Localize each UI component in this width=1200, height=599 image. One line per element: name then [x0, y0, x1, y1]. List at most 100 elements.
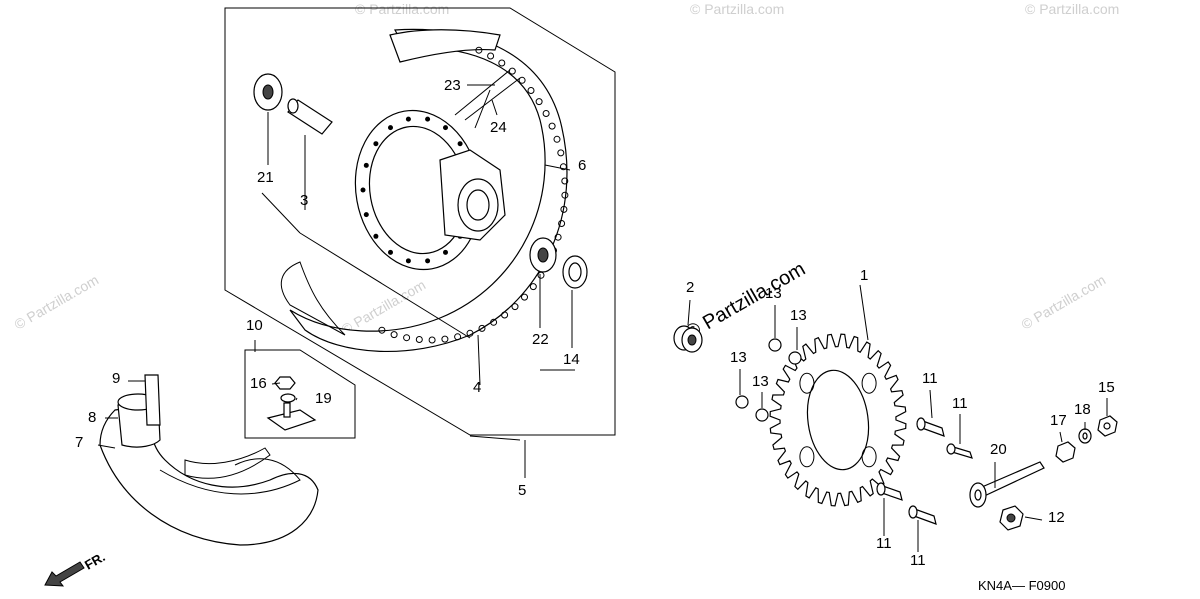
leader-lines — [97, 84, 1108, 552]
distance-collar-icon — [287, 98, 333, 135]
callout-13c: 13 — [730, 349, 747, 366]
spoke-nipple-icon — [548, 122, 556, 130]
watermark-main: © Partzilla.com — [682, 258, 810, 344]
spoke-nipple-icon — [490, 318, 498, 326]
hub-icon — [354, 109, 506, 271]
spoke-nipple-icon — [521, 293, 528, 301]
wheel-assembly-outline — [224, 7, 616, 436]
callout-22: 22 — [532, 331, 549, 348]
valve-inset-outline — [244, 349, 356, 439]
leader-line — [299, 232, 471, 339]
callout-16: 16 — [250, 375, 267, 392]
spoke-nipple-icon — [403, 334, 411, 342]
rim-band-icon — [144, 374, 161, 426]
callout-12: 12 — [1048, 509, 1065, 526]
chain-adjuster-icon — [969, 461, 1045, 508]
hub-hole-icon — [363, 162, 369, 168]
callout-6: 6 — [578, 157, 586, 174]
callout-20: 20 — [990, 441, 1007, 458]
sprocket-icon — [769, 333, 907, 507]
leader-line — [1059, 431, 1063, 443]
spoke-nipple-icon — [527, 87, 535, 94]
collar-2-icon — [673, 325, 703, 353]
leader-line — [261, 192, 301, 234]
callout-13a: 13 — [765, 285, 782, 302]
bearing-icon — [253, 73, 283, 111]
hub-hole-icon — [443, 249, 448, 255]
callout-11c: 11 — [876, 535, 892, 552]
spoke-nipple-icon — [560, 205, 568, 213]
callout-7: 7 — [75, 434, 83, 451]
sprocket-nut-icon — [735, 338, 802, 422]
callout-1: 1 — [860, 267, 868, 284]
callout-5: 5 — [518, 482, 526, 499]
hub-hole-icon — [373, 141, 379, 147]
sprocket-cutout-icon — [799, 372, 815, 394]
hub-hole-icon — [405, 258, 411, 264]
callout-23: 23 — [444, 77, 461, 94]
callout-8: 8 — [88, 409, 96, 426]
leader-line — [687, 299, 691, 326]
leader-line — [469, 435, 521, 441]
hub-hole-icon — [425, 116, 431, 122]
spoke-nipple-icon — [454, 333, 462, 341]
callout-4: 4 — [473, 379, 481, 396]
callout-21: 21 — [257, 169, 274, 186]
spoke-nipple-icon — [537, 271, 545, 279]
diagram-code: KN4A— F0900 — [978, 578, 1065, 593]
callout-labels: 1234567891011111111121313131314151617181… — [75, 77, 1115, 569]
hub-hole-icon — [425, 258, 431, 264]
watermark-top-left: © Partzilla.com — [355, 1, 449, 17]
spoke-nipple-icon — [378, 326, 386, 334]
spoke-nipple-icon — [511, 303, 519, 311]
rim-icon — [280, 28, 569, 352]
valve-washer-icon — [280, 393, 296, 403]
spoke-nipple-icon — [501, 311, 509, 319]
callout-19: 19 — [315, 390, 332, 407]
sprocket-cutout-icon — [799, 446, 815, 468]
hub-hole-icon — [360, 187, 366, 193]
leader-line — [271, 382, 281, 385]
dust-seal-icon — [562, 255, 588, 289]
watermark-top-right: © Partzilla.com — [1025, 1, 1119, 17]
hub-hole-icon — [405, 116, 411, 122]
callout-24: 24 — [490, 119, 507, 136]
hub-hole-icon — [443, 125, 448, 131]
spoke-nipple-icon — [553, 135, 561, 143]
sprocket-cutout-icon — [861, 372, 877, 394]
spoke-nipple-icon — [561, 177, 569, 185]
leader-line — [544, 164, 571, 171]
callout-3: 3 — [300, 192, 308, 209]
callout-14: 14 — [563, 351, 580, 368]
washer-icon — [1078, 428, 1092, 444]
leader-line — [859, 284, 869, 341]
leader-line — [929, 389, 933, 419]
callout-10: 10 — [246, 317, 263, 334]
leader-line — [97, 444, 116, 449]
right-bearing-icon — [529, 237, 557, 273]
leader-line — [477, 334, 481, 386]
spoke-nipple-icon — [542, 110, 550, 117]
spoke-nipple-icon — [428, 336, 436, 344]
callout-11d: 11 — [910, 552, 926, 569]
front-direction-arrow-icon: FR. — [44, 549, 108, 587]
spokes-icon — [454, 69, 521, 129]
spoke-nipple-icon — [466, 329, 474, 337]
spoke-nipple-icon — [478, 324, 486, 332]
spoke-nipple-icon — [475, 46, 483, 54]
spoke-nipple-icon — [561, 191, 569, 199]
spoke-nipple-icon — [529, 283, 537, 291]
hub-hole-icon — [363, 212, 369, 218]
spoke-nipple-icon — [557, 149, 565, 157]
leader-line — [1024, 516, 1043, 521]
callout-18: 18 — [1074, 401, 1091, 418]
hub-hole-icon — [388, 249, 393, 255]
callout-13d: 13 — [752, 373, 769, 390]
valve-nut-icon — [274, 376, 296, 390]
callout-17: 17 — [1050, 412, 1067, 429]
leader-line — [491, 99, 498, 116]
hub-hole-icon — [373, 233, 379, 239]
spoke-nipple-icon — [518, 76, 526, 84]
